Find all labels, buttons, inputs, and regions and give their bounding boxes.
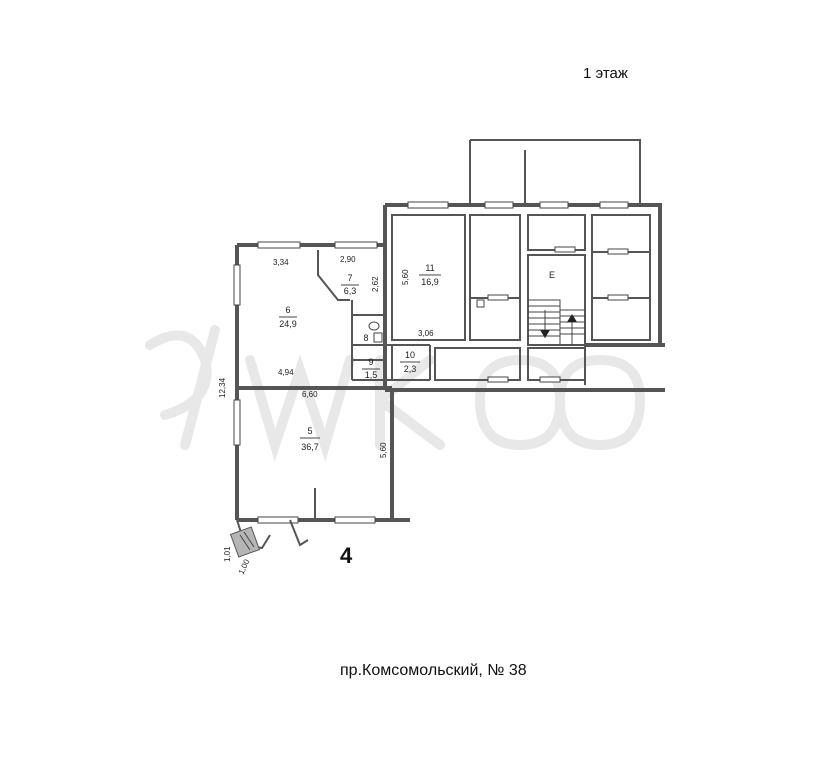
west-wing [229,241,431,558]
room-9-area: 1,5 [365,370,378,380]
staircase [528,299,585,345]
room-10-area: 2,3 [404,364,417,374]
room-label: 6 24,9 [279,305,297,329]
dimension-6-60: 6,60 [302,390,318,399]
east-block [434,139,665,385]
room-e-label: Е [549,270,555,280]
dimension-1-01: 1,01 [223,546,232,562]
street-address: пр.Комсомольский, № 38 [340,662,527,679]
room-label: 5 36,7 [300,426,320,452]
dimension-12-34: 12,34 [218,377,227,398]
room-label: 7 6,3 [341,273,359,296]
dimension-2-90: 2,90 [340,255,356,264]
room-label: 11 16,9 [419,263,441,287]
dimension-5-60-room5: 5,60 [379,442,388,458]
room-8-label: 8 [363,333,368,343]
room-label: 10 2,3 [400,350,420,374]
room-6-label: 6 [285,305,290,315]
room-6-area: 24,9 [279,319,297,329]
dimension-2-62: 2,62 [371,276,380,292]
room-10-label: 10 [405,350,415,360]
room-7-area: 6,3 [344,286,357,296]
room-5-area: 36,7 [301,442,319,452]
room-9-label: 9 [368,357,373,367]
dimension-3-06: 3,06 [418,329,434,338]
room-label: 9 1,5 [362,357,380,380]
dimension-3-34: 3,34 [273,258,289,267]
dimension-1-00: 1,00 [237,557,252,575]
room-5-label: 5 [307,426,312,436]
entrance-number: 4 [340,543,353,568]
floor-label: 1 этаж [583,65,628,82]
room-11-label: 11 [425,263,434,273]
room-7-label: 7 [347,273,352,283]
room-11-block [383,201,665,392]
room-11-area: 16,9 [421,277,439,287]
dimension-4-94: 4,94 [278,368,294,377]
dimension-5-60-room11: 5,60 [401,269,410,285]
